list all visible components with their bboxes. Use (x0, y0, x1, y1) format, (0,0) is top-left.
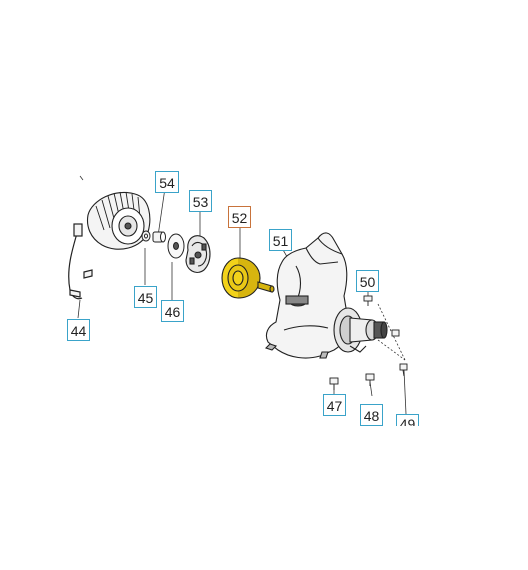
washer-nut-part-54 (141, 230, 166, 243)
callout-46: 46 (161, 300, 184, 322)
callout-51: 51 (269, 229, 292, 251)
screw-part-48 (365, 373, 375, 386)
callout-45: 45 (134, 286, 157, 308)
screw-part-49 (391, 329, 408, 377)
callout-50: 50 (356, 270, 379, 292)
flywheel-part-45 (86, 191, 151, 250)
callout-52: 52 (228, 206, 251, 228)
clutch-housing-part-51 (264, 232, 388, 359)
screws (329, 295, 408, 390)
screw-part-50 (363, 295, 373, 306)
spark-cable-part-44 (68, 223, 93, 300)
callout-44: 44 (67, 319, 90, 341)
callout-49: 49 (396, 414, 419, 426)
callout-53: 53 (189, 190, 212, 212)
clutch-shoes-part-53 (185, 235, 211, 273)
clutch-drum-part-52 (221, 257, 275, 299)
callout-54: 54 (155, 171, 179, 193)
callout-47: 47 (323, 394, 346, 416)
clutch-plate-part-46 (167, 233, 185, 259)
callout-48: 48 (360, 404, 383, 426)
screw-part-47 (329, 377, 339, 390)
